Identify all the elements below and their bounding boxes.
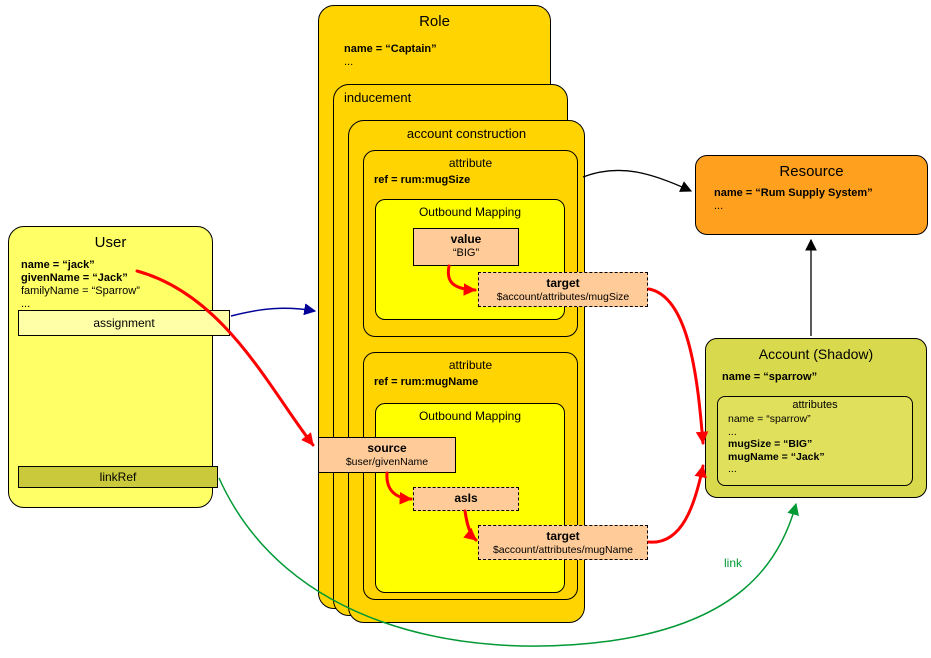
assignment-to-role-arrow xyxy=(230,303,317,317)
link-label: link xyxy=(724,556,743,570)
resource-title: Resource xyxy=(779,163,844,180)
target-mugname-path: $account/attributes/mugName xyxy=(492,544,634,556)
target-mugname-box: target $account/attributes/mugName xyxy=(478,525,648,560)
resource-ellipsis: ... xyxy=(714,200,724,212)
attributes-title: attributes xyxy=(792,399,838,411)
user-ellipsis: ... xyxy=(21,298,31,310)
attr-ellipsis-2: ... xyxy=(728,463,737,475)
asis-box: asIs xyxy=(413,487,519,511)
user-familyname-line: familyName = “Sparrow” xyxy=(21,285,140,297)
target-to-mugsize-arrow xyxy=(647,287,709,445)
resource-name-line: name = “Rum Supply System” xyxy=(714,187,873,199)
user-title: User xyxy=(94,234,127,251)
target-mugsize-path: $account/attributes/mugSize xyxy=(496,291,630,303)
linkref-label: linkRef xyxy=(99,470,137,484)
target-to-mugname-arrow xyxy=(647,464,707,544)
construction-to-resource-arrow xyxy=(582,169,693,192)
attribute-mugsize-title: attribute xyxy=(448,156,493,170)
value-label: value xyxy=(450,232,482,246)
linkref-bar: linkRef xyxy=(18,466,218,488)
account-construction-label: account construction xyxy=(406,126,527,141)
attr-mugname-line: mugName = “Jack” xyxy=(728,450,825,463)
attribute-mugname-ref: ref = rum:mugName xyxy=(374,376,479,388)
outbound-mapping-mugname-title: Outbound Mapping xyxy=(418,409,522,423)
user-givenname-line: givenName = “Jack” xyxy=(21,272,128,284)
attribute-mugname-title: attribute xyxy=(448,358,493,372)
assignment-label: assignment xyxy=(93,316,155,330)
outbound-mapping-mugsize-title: Outbound Mapping xyxy=(418,205,522,219)
attr-mugsize-line: mugSize = “BIG” xyxy=(728,438,813,450)
attribute-mugsize-ref: ref = rum:mugSize xyxy=(374,174,471,186)
resource-box: Resource name = “Rum Supply System” ... xyxy=(695,155,928,235)
attr-name-line: name = “sparrow” xyxy=(728,413,811,425)
role-ellipsis: ... xyxy=(344,56,354,68)
target-mugsize-label: target xyxy=(546,276,580,290)
assignment-bar: assignment xyxy=(18,310,230,336)
attributes-box: attributes name = “sparrow” ... mugSize … xyxy=(717,396,913,486)
account-name-line: name = “sparrow” xyxy=(722,371,818,383)
source-label: source xyxy=(367,441,407,455)
source-box: source $user/givenName xyxy=(318,437,456,473)
value-text: “BIG” xyxy=(452,247,480,259)
attr-ellipsis-1: ... xyxy=(728,425,737,438)
value-box: value “BIG” xyxy=(413,228,519,266)
source-path: $user/givenName xyxy=(345,456,429,468)
account-title: Account (Shadow) xyxy=(758,346,874,362)
role-title: Role xyxy=(419,13,450,30)
inducement-label: inducement xyxy=(344,90,412,105)
role-name-line: name = “Captain” xyxy=(344,43,437,55)
user-name-line: name = “jack” xyxy=(21,259,95,271)
target-mugname-label: target xyxy=(546,529,580,543)
target-mugsize-box: target $account/attributes/mugSize xyxy=(478,272,648,307)
asis-label: asIs xyxy=(454,491,478,505)
